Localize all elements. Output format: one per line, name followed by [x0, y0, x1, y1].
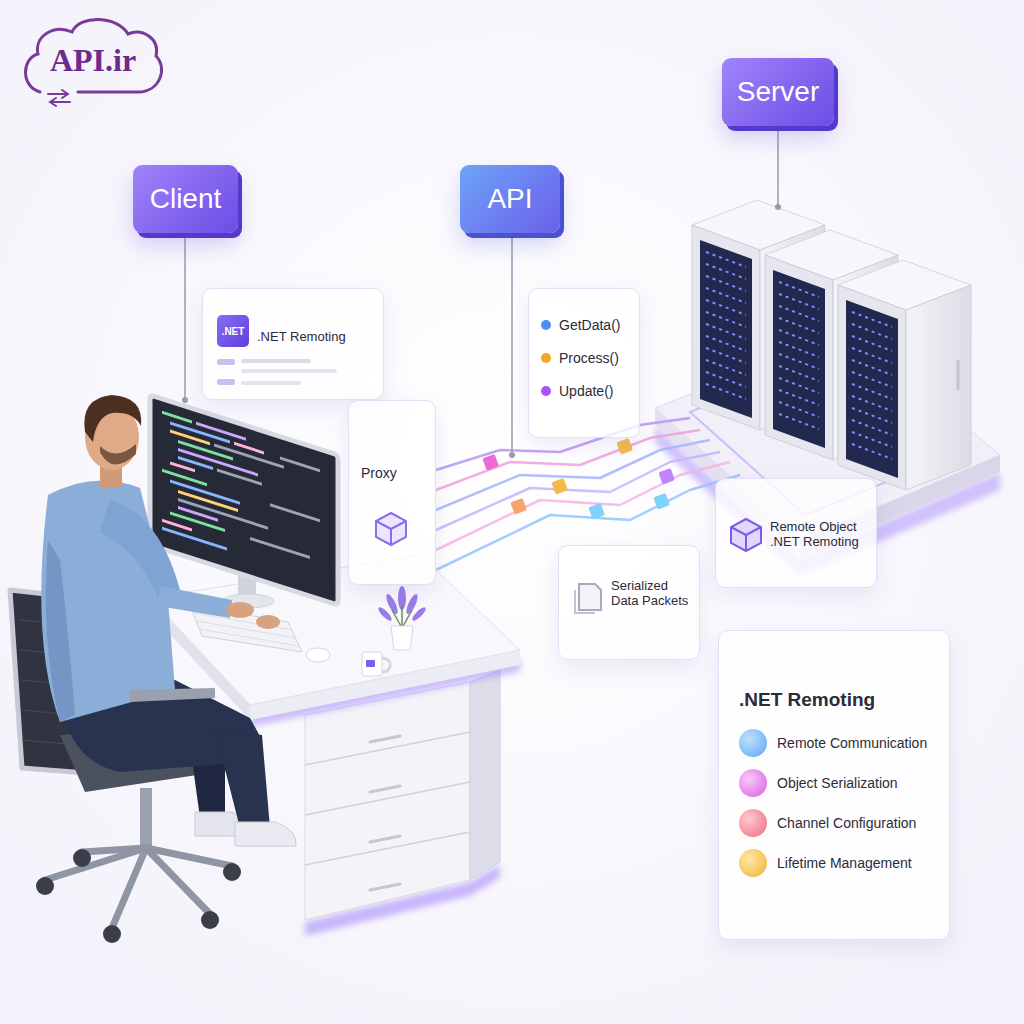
- card-title: Serialized Data Packets: [611, 578, 691, 608]
- remoting-card: .NET Remoting .NET: [202, 288, 384, 400]
- feature-item: Object Serialization: [739, 775, 935, 791]
- feature-item: Lifetime Management: [739, 855, 935, 871]
- card-title: Proxy: [361, 465, 427, 481]
- icon-label: .NET: [222, 326, 245, 337]
- panel-heading: .NET Remoting: [739, 689, 935, 711]
- logo-text: API.ir: [18, 42, 168, 79]
- method-name: Update(): [559, 383, 629, 399]
- remote-object-card: Remote Object .NET Remoting: [715, 478, 877, 588]
- server-tag: Server: [722, 58, 834, 126]
- api-tag: API: [460, 165, 560, 233]
- feature-item: Channel Configuration: [739, 815, 935, 831]
- feature-item: Remote Communication: [739, 735, 935, 751]
- method-name: GetData(): [559, 317, 629, 333]
- client-tag: Client: [133, 165, 238, 233]
- tag-label: Server: [737, 76, 819, 108]
- feature-panel: .NET RemotingRemote CommunicationObject …: [718, 630, 950, 940]
- tag-label: API: [487, 183, 532, 215]
- brand-logo: API.ir: [18, 12, 168, 107]
- tag-label: Client: [150, 183, 222, 215]
- method-name: Process(): [559, 350, 629, 366]
- packets-card: Serialized Data Packets: [558, 545, 700, 660]
- card-title: .NET Remoting: [257, 329, 373, 344]
- card-title: Remote Object .NET Remoting: [770, 519, 868, 549]
- proxy-card: Proxy: [348, 400, 436, 585]
- sync-arrows: [48, 90, 70, 106]
- dotnet-icon: .NET: [217, 315, 249, 347]
- method-list: GetData() Process() Update(): [528, 288, 640, 438]
